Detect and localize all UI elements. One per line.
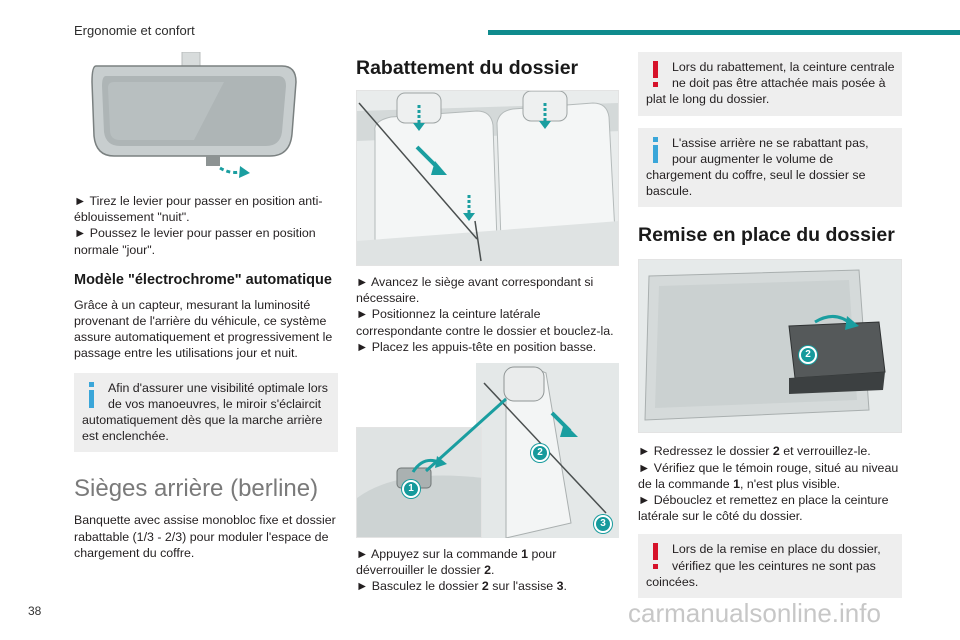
header-accent-bar	[488, 30, 960, 35]
seat-side-drawing	[476, 363, 619, 539]
info-icon	[82, 381, 104, 410]
mirror-step-1: ► Tirez le levier pour passer en positio…	[74, 194, 323, 225]
trunk-backrest-illustration: 2	[638, 259, 902, 434]
reposition-step-3: ► Débouclez et remettez en place la cein…	[638, 493, 889, 524]
info-note-mirror: Afin d'assurer une visibilité optimale l…	[74, 372, 338, 453]
fold-step-5: ► Basculez le dossier 2 sur l'assise 3.	[356, 579, 567, 594]
column-1: ► Tirez le levier pour passer en positio…	[74, 52, 338, 561]
warning-note-reposition: Lors de la remise en place du dossier, v…	[638, 534, 902, 599]
section-title: Ergonomie et confort	[74, 23, 195, 38]
callout-1: 1	[402, 480, 420, 499]
pointer-line	[424, 397, 508, 473]
callout-3: 3	[594, 515, 612, 534]
rear-seats-text: Banquette avec assise monobloc fixe et d…	[74, 513, 336, 560]
release-control-drawing	[357, 428, 481, 538]
mirror-steps: ► Tirez le levier pour passer en positio…	[74, 193, 338, 258]
rear-seats-heading: Sièges arrière (berline)	[74, 475, 319, 503]
fold-backrest-heading: Rabattement du dossier	[356, 57, 579, 79]
warning-note-fold: Lors du rabattement, la ceinture central…	[638, 52, 902, 116]
callout-2: 2	[799, 346, 817, 365]
warning-icon	[646, 61, 668, 89]
warning-note-fold-text: Lors du rabattement, la ceinture central…	[646, 60, 895, 107]
info-note-text: Afin d'assurer une visibilité optimale l…	[82, 380, 328, 444]
rear-bench-drawing	[357, 91, 618, 265]
info-icon	[646, 136, 668, 165]
release-control-inset	[356, 427, 482, 539]
reposition-step-1: ► Redressez le dossier 2 et verrouillez-…	[638, 444, 871, 459]
reposition-step-2: ► Vérifiez que le témoin rouge, situé au…	[638, 460, 899, 491]
fold-steps-b: ► Appuyez sur la commande 1 pour déverro…	[356, 546, 619, 595]
rearview-mirror-drawing	[91, 52, 297, 178]
page-number: 38	[28, 604, 42, 618]
electrochrome-text: Grâce à un capteur, mesurant la luminosi…	[74, 297, 333, 361]
rearview-mirror-illustration	[74, 52, 338, 180]
column-2: Rabattement du dossier ► Avancez le sièg…	[356, 52, 619, 595]
info-note-seat-text: L'assise arrière ne se rabattant pas, po…	[646, 135, 869, 199]
fold-step-1: ► Avancez le siège avant correspondant s…	[356, 275, 594, 306]
mirror-step-2: ► Poussez le levier pour passer en posit…	[74, 226, 316, 257]
fold-step-3: ► Placez les appuis-tête en position bas…	[356, 339, 597, 354]
reposition-backrest-heading: Remise en place du dossier	[638, 224, 895, 247]
trunk-backrest-drawing	[639, 260, 901, 433]
fold-mechanism-illustration: 1 2 3	[356, 363, 619, 539]
column-3: Lors du rabattement, la ceinture central…	[638, 52, 902, 599]
fold-step-2: ► Positionnez la ceinture latérale corre…	[356, 307, 614, 338]
watermark: carmanualsonline.info	[628, 598, 881, 628]
rear-bench-illustration	[356, 90, 619, 266]
warning-note-reposition-text: Lors de la remise en place du dossier, v…	[646, 542, 881, 589]
fold-steps-a: ► Avancez le siège avant correspondant s…	[356, 274, 619, 355]
electrochrome-heading: Modèle "électrochrome" automatique	[74, 271, 332, 288]
warning-icon	[646, 543, 668, 571]
reposition-steps: ► Redressez le dossier 2 et verrouillez-…	[638, 443, 902, 524]
info-note-seat: L'assise arrière ne se rabattant pas, po…	[638, 127, 902, 208]
fold-step-4: ► Appuyez sur la commande 1 pour déverro…	[356, 547, 557, 578]
callout-2: 2	[531, 444, 549, 463]
